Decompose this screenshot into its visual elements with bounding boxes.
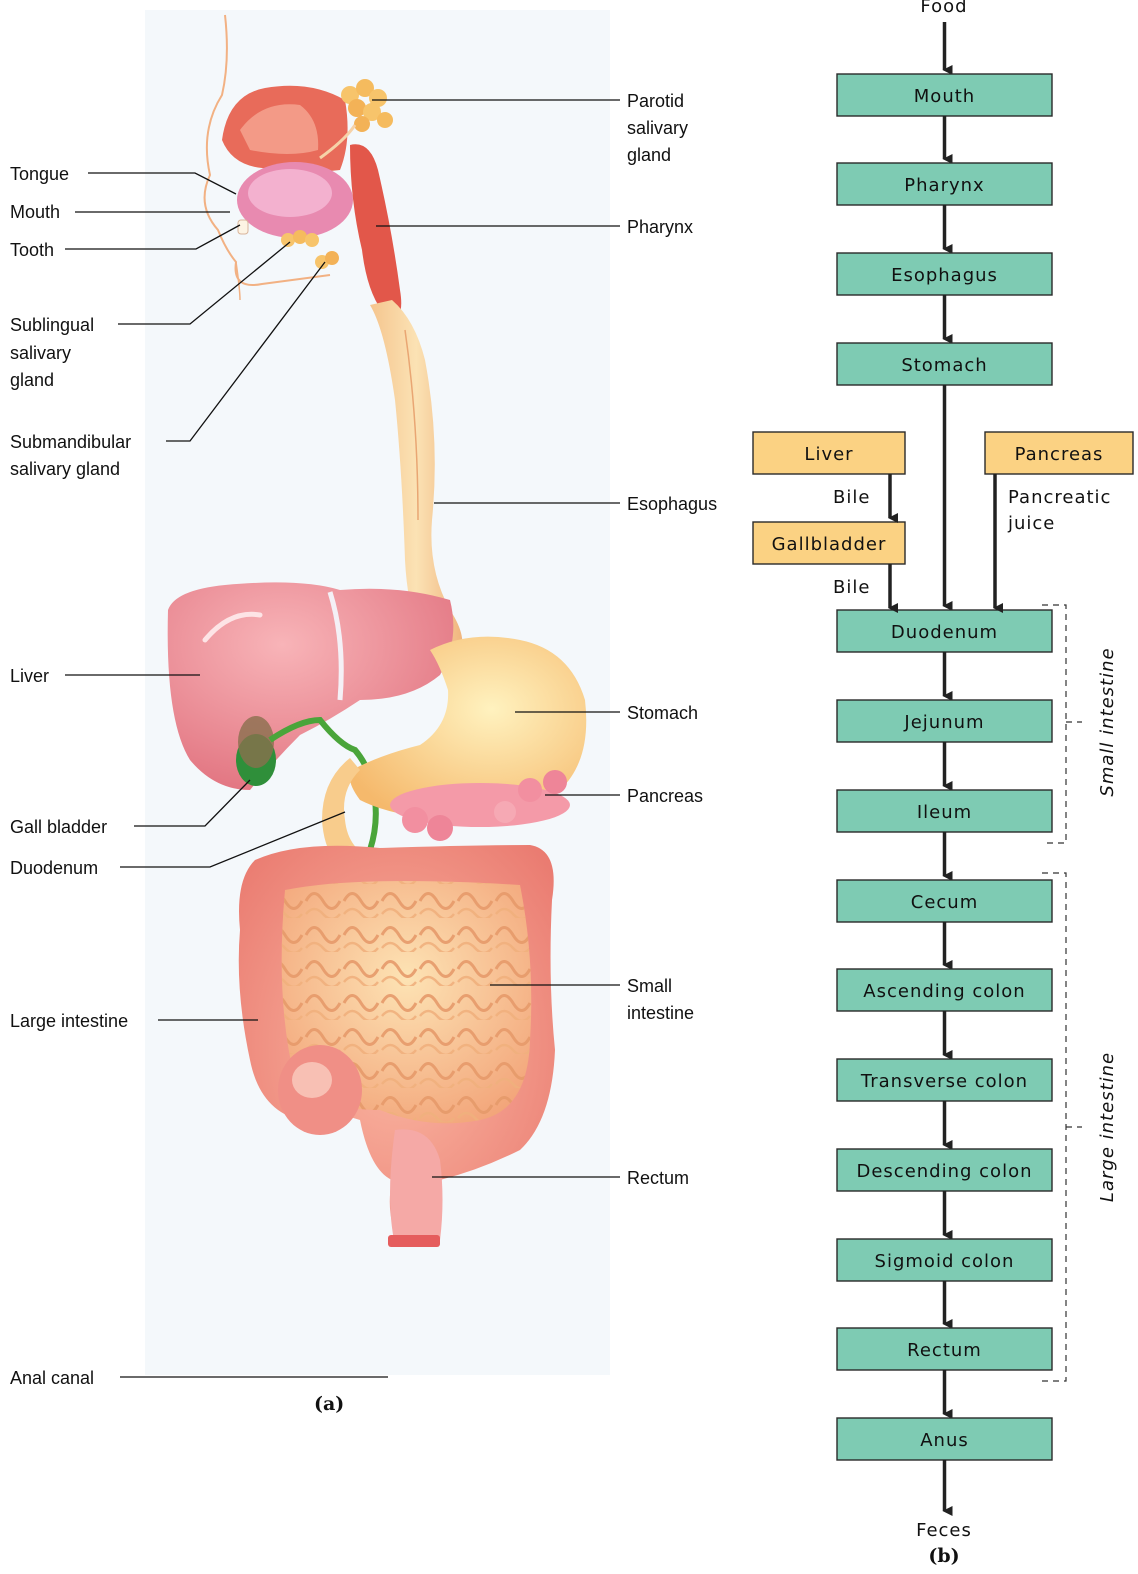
bile-label-2: Bile (833, 577, 870, 598)
mouth-box-label: Mouth (914, 86, 975, 107)
rectum-box-label: Rectum (907, 1340, 982, 1361)
jejunum-box-label: Jejunum (903, 712, 984, 733)
pancreas-box-label: Pancreas (1015, 444, 1104, 465)
main-path-group: MouthPharynxEsophagusStomachDuodenumJeju… (837, 22, 1052, 1511)
ileum-box-label: Ileum (917, 802, 972, 823)
liver-box-label: Liver (804, 444, 853, 465)
large-intestine-bracket (1042, 873, 1066, 1381)
stomach-box-label: Stomach (901, 355, 987, 376)
pharynx-box-label: Pharynx (904, 175, 984, 196)
anus-box-label: Anus (920, 1430, 969, 1451)
descending-colon-box-label: Descending colon (856, 1161, 1032, 1182)
large-intestine-group-label: Large intestine (1097, 1052, 1118, 1202)
output-feces: Feces (916, 1520, 972, 1541)
input-food: Food (920, 0, 967, 17)
gallbladder-box-label: Gallbladder (772, 534, 887, 555)
sigmoid-colon-box-label: Sigmoid colon (875, 1251, 1015, 1272)
duodenum-box-label: Duodenum (891, 622, 998, 643)
panel-b-label: (b) (928, 1545, 959, 1567)
small-intestine-group-label: Small intestine (1097, 647, 1118, 796)
transverse-colon-box-label: Transverse colon (860, 1071, 1028, 1092)
bile-label-1: Bile (833, 487, 870, 508)
cecum-box-label: Cecum (911, 892, 978, 913)
esophagus-box-label: Esophagus (891, 265, 998, 286)
pancreatic-juice-label: Pancreatic juice (1007, 487, 1118, 534)
ascending-colon-box-label: Ascending colon (863, 981, 1025, 1002)
